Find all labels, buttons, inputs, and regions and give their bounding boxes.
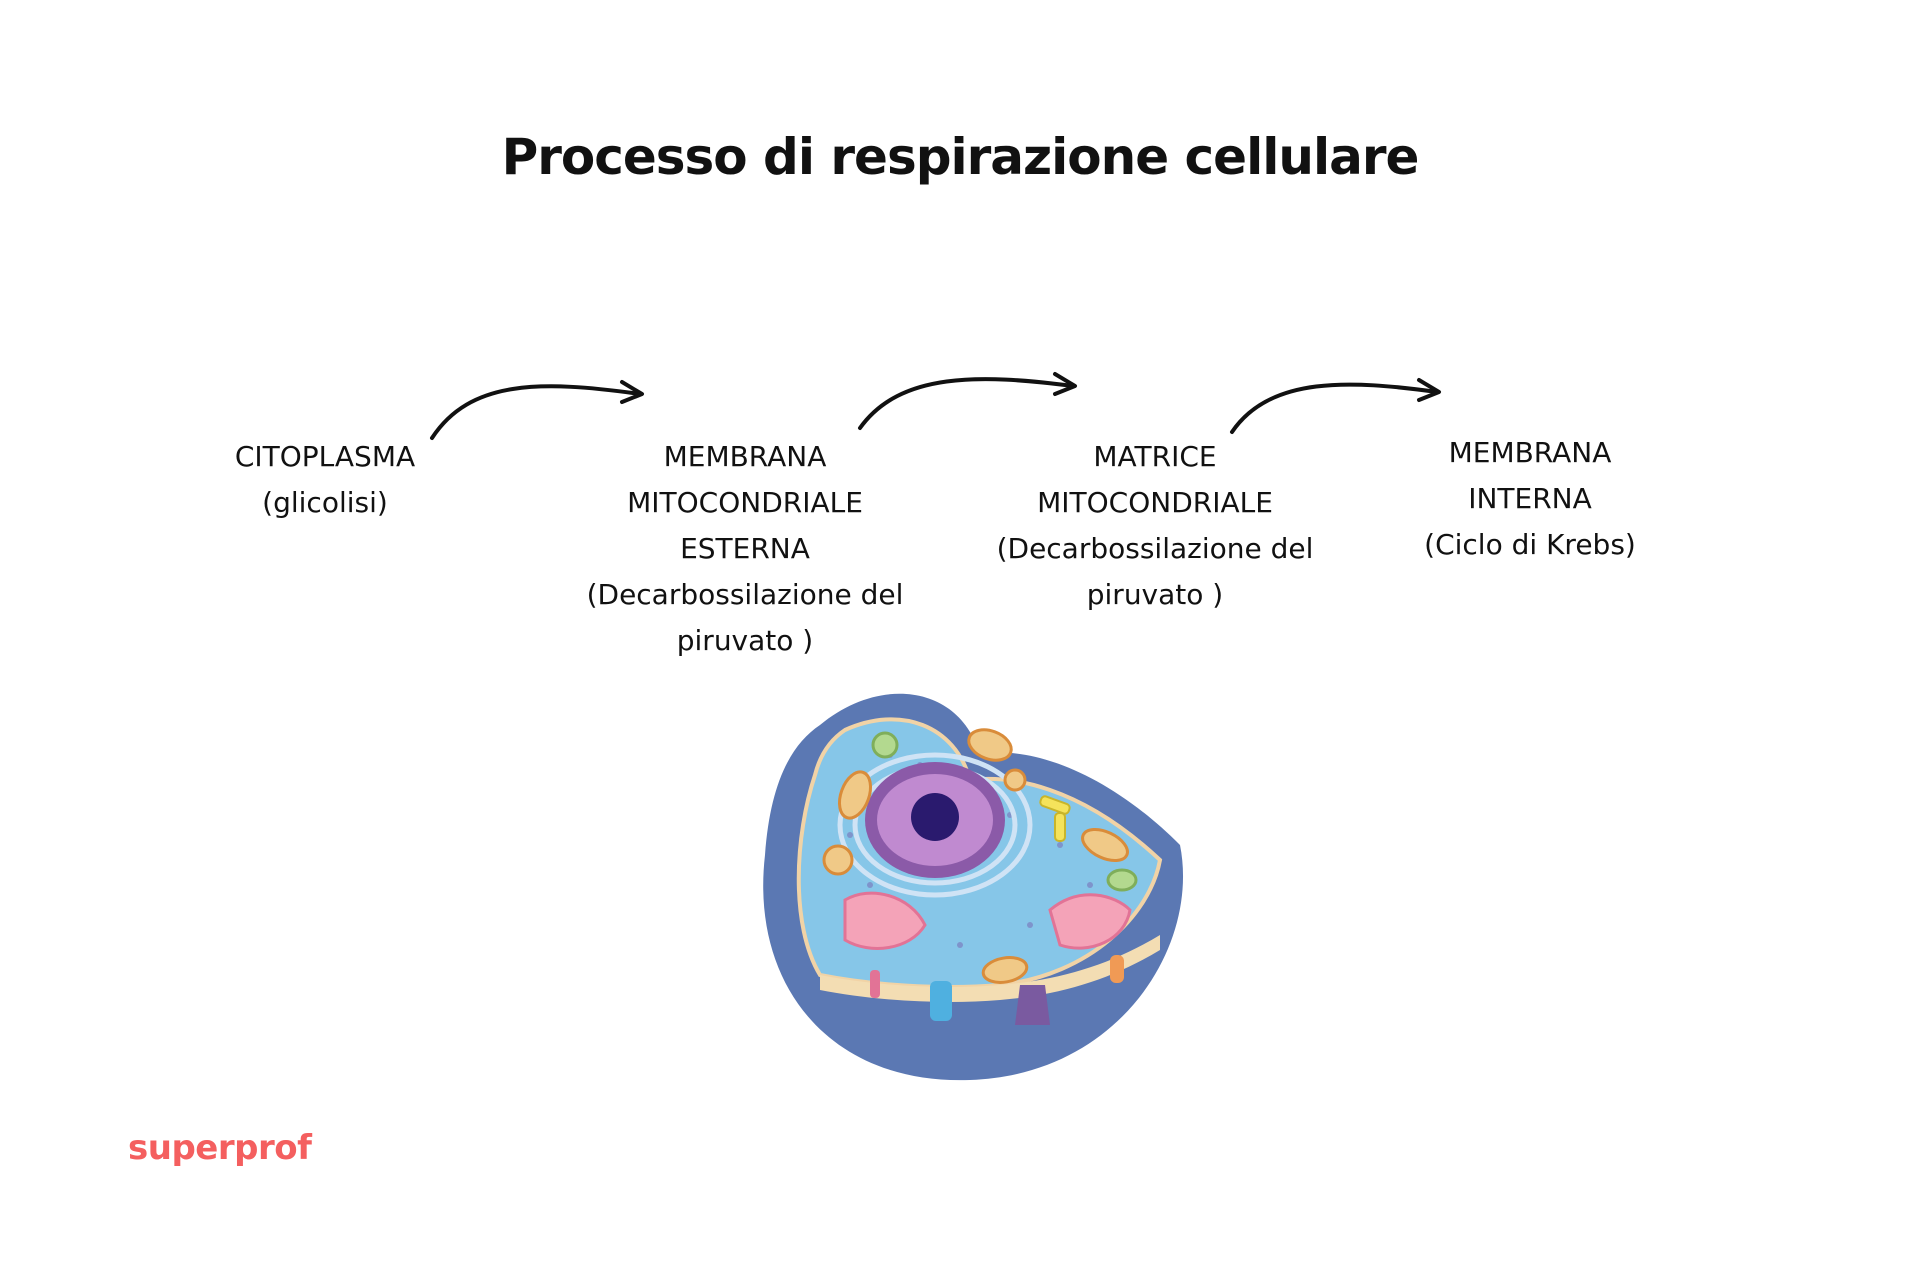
mitochondria (837, 728, 1129, 984)
stage-membrana-interna: MEMBRANA INTERNA (Ciclo di Krebs) (1380, 430, 1680, 568)
stage-line: CITOPLASMA (234, 440, 416, 473)
stage-line: INTERNA (1468, 482, 1592, 515)
golgi-apparatus (843, 891, 1132, 950)
superprof-logo: superprof (128, 1128, 312, 1168)
stage-line: (glicolisi) (262, 486, 388, 519)
stage-line: (Decarbossilazione del (586, 578, 904, 611)
stage-citoplasma: CITOPLASMA (glicolisi) (175, 434, 475, 526)
stage-line: piruvato ) (676, 624, 814, 657)
stage-line: MATRICE (1093, 440, 1217, 473)
stage-line: MEMBRANA (1448, 436, 1612, 469)
stage-line: MITOCONDRIALE (1037, 486, 1273, 519)
membrane-band (820, 935, 1160, 1002)
curved-arrow-icon (1230, 378, 1441, 434)
page-title: Processo di respirazione cellulare (501, 128, 1420, 186)
animal-cell-illustration (763, 693, 1184, 1081)
curved-arrow-icon (430, 380, 644, 440)
stage-line: MITOCONDRIALE (627, 486, 863, 519)
stage-line: ESTERNA (680, 532, 810, 565)
stage-matrice: MATRICE MITOCONDRIALE (Decarbossilazione… (970, 434, 1340, 618)
nucleolus (911, 793, 959, 841)
stage-line: piruvato ) (1086, 578, 1224, 611)
stage-line: (Ciclo di Krebs) (1424, 528, 1636, 561)
stage-line: (Decarbossilazione del (996, 532, 1314, 565)
curved-arrow-icon (858, 372, 1077, 430)
stage-line: MEMBRANA (663, 440, 827, 473)
stage-membrana-esterna: MEMBRANA MITOCONDRIALE ESTERNA (Decarbos… (560, 434, 930, 664)
